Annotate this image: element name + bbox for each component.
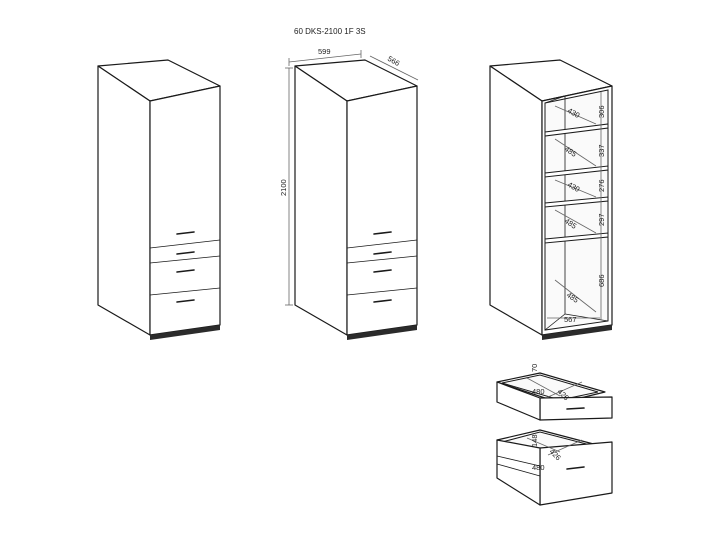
compartment-height-label: 337 (597, 144, 606, 157)
model-title: 60 DKS-2100 1F 3S (294, 27, 366, 36)
cabinet-dimensioned-view: 599 566 2100 (279, 47, 419, 340)
depth-label: 566 (386, 54, 401, 68)
drawer-handle (566, 466, 585, 470)
compartment-height-label: 297 (597, 213, 606, 226)
compartment-height-label: 276 (597, 179, 606, 192)
cabinet-closed-view (97, 59, 221, 340)
drawer-depth-label: 480 (532, 463, 545, 472)
height-label: 2100 (279, 179, 288, 196)
drawer-handle (373, 299, 392, 303)
drawer-handle (373, 269, 392, 273)
drawer-handle (176, 269, 195, 273)
cabinet-open-view: 430 485 430 485 485 567 306 337 276 297 … (489, 59, 613, 340)
drawer-small: 480 426 70 (496, 364, 613, 421)
drawer-large: 480 426 148 (496, 429, 613, 506)
drawer-height-label: 70 (530, 364, 539, 372)
width-label: 599 (318, 47, 331, 56)
drawer-handle (566, 407, 585, 410)
drawer-height-label: 148 (530, 434, 539, 447)
compartment-height-label: 686 (597, 274, 606, 287)
door-handle (373, 231, 392, 235)
inner-width-label: 567 (564, 315, 577, 324)
compartment-height-label: 306 (597, 105, 606, 118)
drawer-depth-label: 480 (532, 387, 545, 396)
drawer-handle (176, 299, 195, 303)
door-handle (176, 231, 195, 235)
drawer-handle (176, 251, 195, 255)
drawer-handle (373, 251, 392, 255)
